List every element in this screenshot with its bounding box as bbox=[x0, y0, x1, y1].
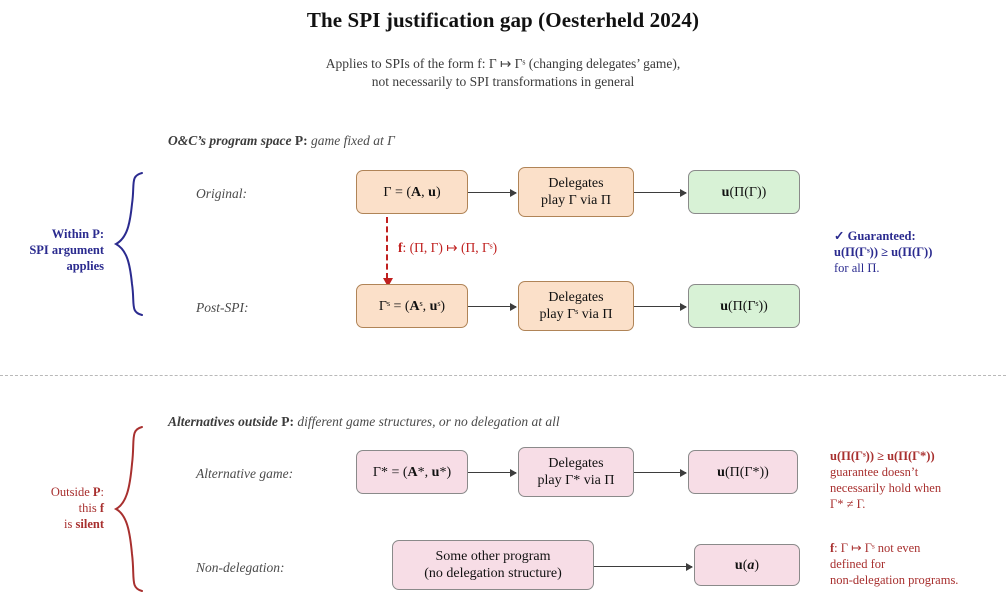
lower-brace-label-line-1: Outside P: bbox=[50, 485, 104, 499]
lower-brace-label: Outside P: this f is silent bbox=[0, 484, 104, 532]
node-utility-action-text: u(a) bbox=[734, 557, 760, 573]
upper-annotation: ✓ Guaranteed: u(Π(Γˢ)) ≥ u(Π(Γ)) for all… bbox=[834, 228, 932, 276]
upper-brace-label-line-2: SPI argument bbox=[29, 243, 104, 257]
node-game-alternative: Γ* = (A*, u*) bbox=[356, 450, 468, 494]
node-utility-action: u(a) bbox=[694, 544, 800, 586]
upper-section-header-bold: O&C’s program space bbox=[168, 133, 292, 148]
page-subtitle: Applies to SPIs of the form f: Γ ↦ Γˢ (c… bbox=[0, 55, 1006, 91]
lower-section-header-colon: : bbox=[289, 414, 295, 429]
nondelegation-annotation-line-3: non-delegation programs. bbox=[830, 573, 959, 587]
node-game-alternative-text: Γ* = (A*, u*) bbox=[372, 464, 452, 480]
arrow-alternative-1 bbox=[468, 468, 517, 477]
upper-annotation-line-1: ✓ Guaranteed: bbox=[834, 229, 916, 243]
alternative-annotation-line-3: necessarily hold when bbox=[830, 481, 942, 495]
nondelegation-annotation: f: Γ ↦ Γˢ not even defined for non-deleg… bbox=[830, 540, 958, 588]
lower-section-header: Alternatives outside P: different game s… bbox=[168, 414, 560, 430]
node-game-postspi-text: Γˢ = (Aˢ, uˢ) bbox=[378, 298, 446, 314]
upper-brace-label-line-1: Within P: bbox=[51, 227, 104, 241]
lower-section-header-p: P bbox=[281, 414, 290, 429]
lower-section-header-bold: Alternatives outside bbox=[168, 414, 278, 429]
node-game-original: Γ = (A, u) bbox=[356, 170, 468, 214]
alternative-annotation-line-4: Γ* ≠ Γ. bbox=[830, 497, 866, 511]
node-utility-alternative-text: u(Π(Γ*)) bbox=[717, 464, 769, 480]
lower-brace bbox=[113, 426, 143, 592]
spi-transform-arrow-label: f: (Π, Γ) ↦ (Π, Γˢ) bbox=[398, 240, 498, 255]
arrow-original-1 bbox=[468, 188, 517, 197]
upper-brace-label-line-3: applies bbox=[66, 259, 104, 273]
node-game-original-text: Γ = (A, u) bbox=[383, 184, 441, 200]
arrow-nondelegation-1 bbox=[594, 562, 693, 571]
node-utility-original-text: u(Π(Γ)) bbox=[721, 184, 767, 200]
alternative-annotation-line-1: u(Π(Γˢ)) ≥ u(Π(Γ*)) bbox=[830, 449, 935, 463]
arrow-original-2 bbox=[634, 188, 687, 197]
subtitle-line-2: not necessarily to SPI transformations i… bbox=[371, 74, 635, 89]
node-game-postspi: Γˢ = (Aˢ, uˢ) bbox=[356, 284, 468, 328]
row-label-alternative: Alternative game: bbox=[196, 466, 294, 481]
node-utility-postspi-text: u(Π(Γˢ)) bbox=[720, 298, 768, 314]
arrow-alternative-2 bbox=[634, 468, 687, 477]
node-utility-alternative: u(Π(Γ*)) bbox=[688, 450, 798, 494]
upper-section-header: O&C’s program space P: game fixed at Γ bbox=[168, 133, 395, 149]
alternative-annotation-line-2: guarantee doesn’t bbox=[830, 465, 919, 479]
arrow-postspi-2 bbox=[634, 302, 687, 311]
subtitle-line-1: Applies to SPIs of the form f: Γ ↦ Γˢ (c… bbox=[325, 56, 681, 71]
arrow-postspi-1 bbox=[468, 302, 517, 311]
row-label-postspi: Post-SPI: bbox=[196, 300, 249, 315]
row-label-original: Original: bbox=[196, 186, 248, 201]
nondelegation-annotation-line-2: defined for bbox=[830, 557, 886, 571]
node-utility-original: u(Π(Γ)) bbox=[688, 170, 800, 214]
upper-annotation-line-3: for all Π. bbox=[834, 261, 880, 275]
lower-section-header-italic: different game structures, or no delegat… bbox=[297, 414, 560, 429]
upper-section-header-p: P bbox=[294, 133, 304, 148]
upper-annotation-line-2: u(Π(Γˢ)) ≥ u(Π(Γ)) bbox=[834, 245, 933, 259]
upper-section-header-italic: game fixed at Γ bbox=[311, 133, 395, 148]
lower-brace-label-line-3: is silent bbox=[64, 517, 104, 531]
spi-transform-arrow bbox=[382, 217, 393, 287]
nondelegation-annotation-line-1: f: Γ ↦ Γˢ not even bbox=[830, 541, 921, 555]
node-utility-postspi: u(Π(Γˢ)) bbox=[688, 284, 800, 328]
lower-brace-label-line-2: this f bbox=[78, 501, 104, 515]
upper-section-header-colon: : bbox=[303, 133, 308, 148]
node-other-program-text: Some other program(no delegation structu… bbox=[424, 549, 562, 581]
upper-brace-label: Within P: SPI argument applies bbox=[0, 226, 104, 274]
upper-brace bbox=[113, 172, 143, 316]
alternative-annotation: u(Π(Γˢ)) ≥ u(Π(Γ*)) guarantee doesn’t ne… bbox=[830, 448, 941, 512]
row-label-nondelegation: Non-delegation: bbox=[196, 560, 285, 575]
section-divider bbox=[0, 375, 1006, 376]
node-other-program: Some other program(no delegation structu… bbox=[392, 540, 594, 590]
page-title: The SPI justification gap (Oesterheld 20… bbox=[306, 8, 700, 32]
